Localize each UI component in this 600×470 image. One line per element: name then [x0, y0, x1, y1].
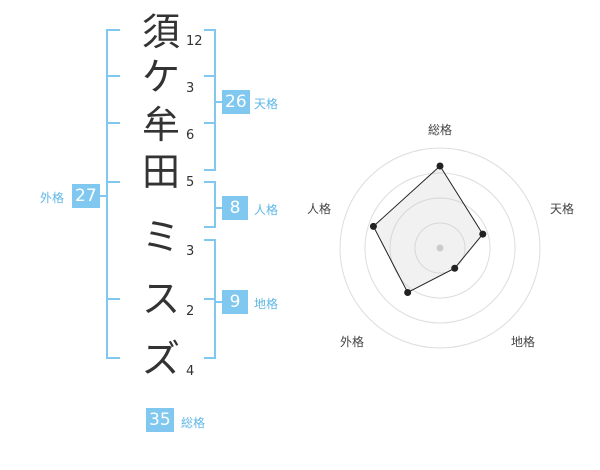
name-char-5: ミ [141, 215, 180, 259]
gaikaku-label: 外格 [40, 191, 65, 205]
stroke-count-5: 3 [186, 244, 195, 259]
stroke-count-6: 2 [186, 304, 195, 319]
gaikaku-value: 27 [72, 184, 100, 208]
radar-ring-1 [414, 222, 466, 274]
radar-label-tenkaku: 天格 [550, 202, 575, 216]
stroke-count-7: 4 [186, 364, 195, 379]
radar-label-soukaku: 総格 [428, 123, 453, 137]
radar-label-chikaku: 地格 [511, 335, 536, 349]
chikaku-label: 地格 [254, 297, 279, 311]
tenkaku-label: 天格 [254, 97, 279, 111]
jinkaku-value: 8 [222, 196, 248, 220]
radar-point-4 [404, 288, 412, 296]
radar-label-jinkaku: 人格 [307, 202, 332, 216]
radar-point-3 [451, 264, 459, 272]
radar-point-1 [436, 162, 444, 170]
tenkaku-value: 26 [222, 90, 250, 114]
stroke-count-3: 6 [186, 128, 195, 143]
radar-ring-4 [339, 147, 541, 349]
radar-ring-2 [389, 197, 491, 299]
stroke-count-1: 12 [186, 34, 203, 49]
radar-label-gaikaku: 外格 [340, 335, 365, 349]
soukaku-label: 総格 [181, 416, 206, 430]
name-char-6: ス [141, 277, 180, 321]
name-char-3: 牟 [141, 103, 180, 147]
name-char-4: 田 [141, 150, 180, 194]
radar-center [436, 244, 444, 252]
soukaku-value: 35 [146, 408, 174, 432]
jinkaku-label: 人格 [254, 203, 279, 217]
chikaku-value: 9 [222, 290, 248, 314]
name-char-2: ケ [141, 55, 180, 99]
radar-polygon [372, 165, 484, 294]
name-char-7: ズ [141, 337, 180, 381]
name-char-1: 須 [141, 10, 180, 54]
stroke-count-4: 5 [186, 175, 195, 190]
radar-ring-3 [364, 172, 516, 324]
radar-point-2 [479, 230, 487, 238]
radar-point-5 [369, 222, 377, 230]
stroke-count-2: 3 [186, 81, 195, 96]
